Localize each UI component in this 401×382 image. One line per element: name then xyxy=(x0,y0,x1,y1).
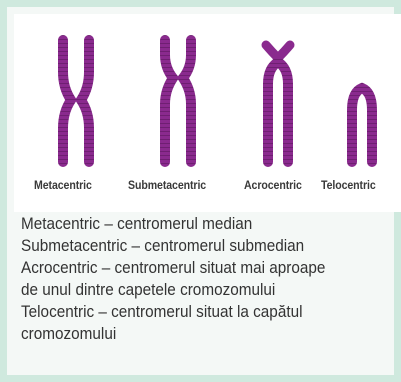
description-line-2: Submetacentric – centromerul submedian xyxy=(21,235,354,257)
label-telocentric: Telocentric xyxy=(321,180,376,192)
label-acrocentric: Acrocentric xyxy=(244,180,302,192)
acrocentric-chromosome xyxy=(266,45,290,162)
description-line-6: cromozomului xyxy=(21,323,354,345)
telocentric-chromosome xyxy=(352,88,372,162)
chromosome-diagram xyxy=(0,0,401,200)
metacentric-chromosome xyxy=(63,40,89,162)
label-submetacentric: Submetacentric xyxy=(128,180,206,192)
description-line-4: de unul dintre capetele cromozomului xyxy=(21,279,354,301)
submetacentric-chromosome xyxy=(165,40,191,162)
description-text: Metacentric – centromerul median Submeta… xyxy=(21,213,354,345)
label-metacentric: Metacentric xyxy=(34,180,92,192)
description-line-1: Metacentric – centromerul median xyxy=(21,213,354,235)
description-line-3: Acrocentric – centromerul situat mai apr… xyxy=(21,257,354,279)
description-line-5: Telocentric – centromerul situat la capă… xyxy=(21,301,354,323)
